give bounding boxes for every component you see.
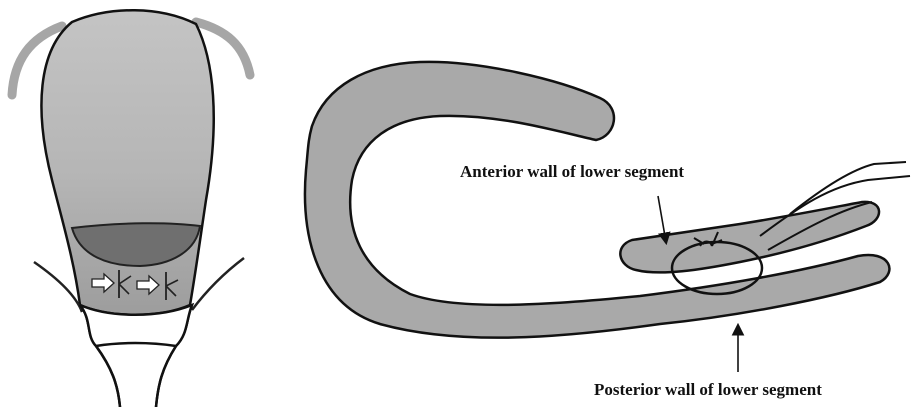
frontal-uterus-view [12, 10, 250, 407]
uterine-wall-folded [305, 62, 889, 338]
right-round-ligament [192, 258, 244, 310]
anterior-wall-label: Anterior wall of lower segment [460, 162, 684, 182]
sagittal-uterus-view [305, 62, 910, 372]
vaginal-canal [96, 346, 176, 407]
posterior-wall-label: Posterior wall of lower segment [594, 380, 822, 400]
uterus-body [41, 10, 213, 315]
